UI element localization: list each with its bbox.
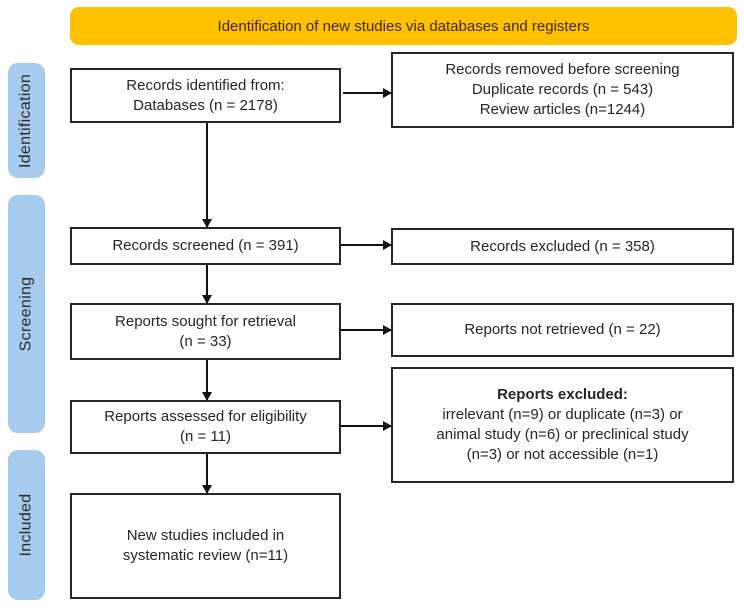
arrow-identified-to-screened — [202, 123, 212, 228]
box-reports-sought: Reports sought for retrieval (n = 33) — [70, 303, 341, 360]
stage-label-included: Included — [8, 450, 45, 600]
box-reports-not-retrieved-text: Reports not retrieved (n = 22) — [464, 321, 661, 338]
box-records-screened: Records screened (n = 391) — [70, 227, 341, 265]
stage-label-screening: Screening — [8, 195, 45, 433]
arrow-assessed-to-included — [202, 454, 212, 494]
stage-label-screening-text: Screening — [17, 276, 35, 352]
stage-label-included-text: Included — [17, 493, 35, 557]
box-records-screened-text: Records screened (n = 391) — [112, 237, 299, 254]
box-new-studies-included: New studies included in systematic revie… — [70, 493, 341, 599]
arrow-sought-to-assessed — [202, 360, 212, 401]
box-records-identified: Records identified from: Databases (n = … — [70, 68, 341, 123]
box-reports-assessed: Reports assessed for eligibility (n = 11… — [70, 400, 341, 454]
box-reports-sought-text: Reports sought for retrieval (n = 33) — [115, 312, 296, 350]
box-new-studies-included-text: New studies included in systematic revie… — [122, 527, 289, 564]
arrow-screened-to-excluded — [341, 240, 392, 250]
banner-label: Identification of new studies via databa… — [217, 17, 590, 35]
arrow-screened-to-sought — [202, 265, 212, 304]
box-reports-excluded: Reports excluded: irrelevant (n=9) or du… — [391, 367, 734, 483]
box-records-excluded-text: Records excluded (n = 358) — [470, 237, 655, 255]
arrow-sought-to-not-retrieved — [341, 325, 392, 335]
box-records-removed-text: Records removed before screening Duplica… — [445, 61, 680, 118]
arrow-assessed-to-reports-excluded — [341, 421, 392, 431]
box-records-removed: Records removed before screening Duplica… — [391, 52, 734, 128]
box-reports-assessed-text: Reports assessed for eligibility (n = 11… — [104, 408, 307, 445]
banner: Identification of new studies via databa… — [70, 7, 737, 45]
arrow-identified-to-removed — [343, 88, 392, 98]
box-reports-not-retrieved: Reports not retrieved (n = 22) — [391, 303, 734, 357]
box-records-excluded: Records excluded (n = 358) — [391, 228, 734, 265]
stage-label-identification-text: Identification — [17, 73, 35, 168]
box-reports-excluded-heading: Reports excluded: — [497, 386, 628, 403]
box-records-identified-text: Records identified from: Databases (n = … — [126, 76, 285, 114]
stage-label-identification: Identification — [8, 63, 45, 178]
box-reports-excluded-text: irrelevant (n=9) or duplicate (n=3) or a… — [436, 406, 689, 463]
